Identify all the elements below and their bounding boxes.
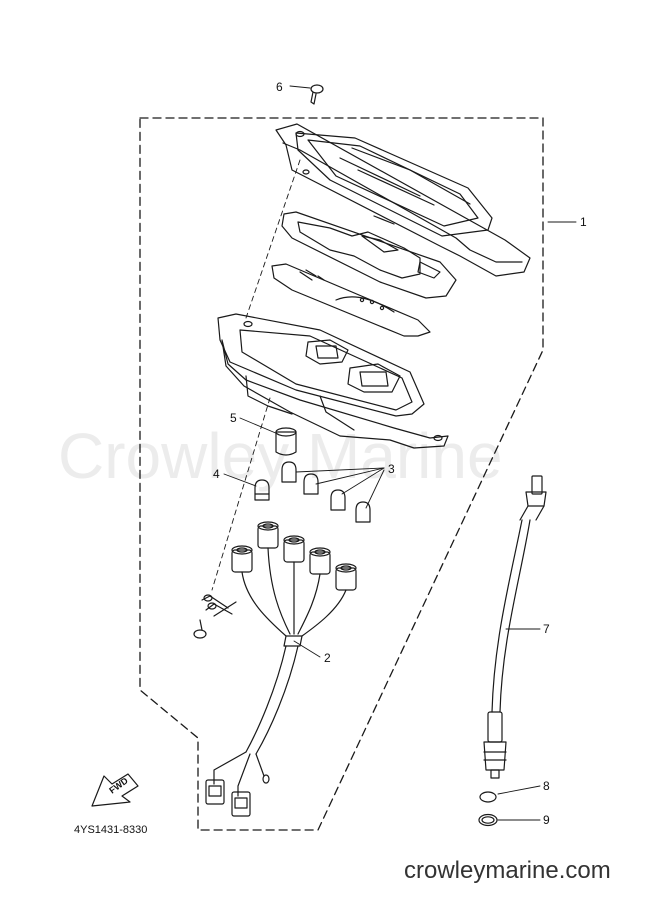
callout-3: 3	[388, 462, 395, 476]
callout-4: 4	[213, 467, 220, 481]
speedometer-cable	[483, 475, 547, 779]
harness-screw	[193, 619, 207, 639]
callout-9: 9	[543, 813, 550, 827]
callout-8: 8	[543, 779, 550, 793]
bulb-socket-part	[275, 427, 297, 456]
callout-5: 5	[230, 411, 237, 425]
fwd-arrow-icon: FWD	[91, 773, 139, 807]
meter-cover-assembly	[275, 123, 531, 277]
wire-harness	[201, 547, 347, 817]
assembly-boundary	[139, 117, 544, 831]
dial-face-plate	[271, 263, 431, 337]
callout-6: 6	[276, 80, 283, 94]
callout-labels: 6 1 5 4 3 2 7 8 9	[213, 80, 587, 827]
callout-1: 1	[580, 215, 587, 229]
screw-part	[310, 84, 324, 105]
washer-part	[479, 791, 497, 803]
indicator-bulb-part	[254, 479, 270, 501]
meter-case	[217, 313, 449, 449]
gasket-frame	[281, 211, 457, 299]
o-ring-part	[478, 813, 498, 827]
callout-2: 2	[324, 651, 331, 665]
leader-lines	[223, 85, 577, 821]
bulb-group-part	[281, 461, 371, 523]
part-code: 4YS1431-8330	[74, 824, 147, 836]
site-url: crowleymarine.com	[404, 857, 611, 884]
watermark-text: Crowley Marine	[58, 420, 503, 492]
alignment-guides	[211, 159, 301, 591]
callout-7: 7	[543, 622, 550, 636]
